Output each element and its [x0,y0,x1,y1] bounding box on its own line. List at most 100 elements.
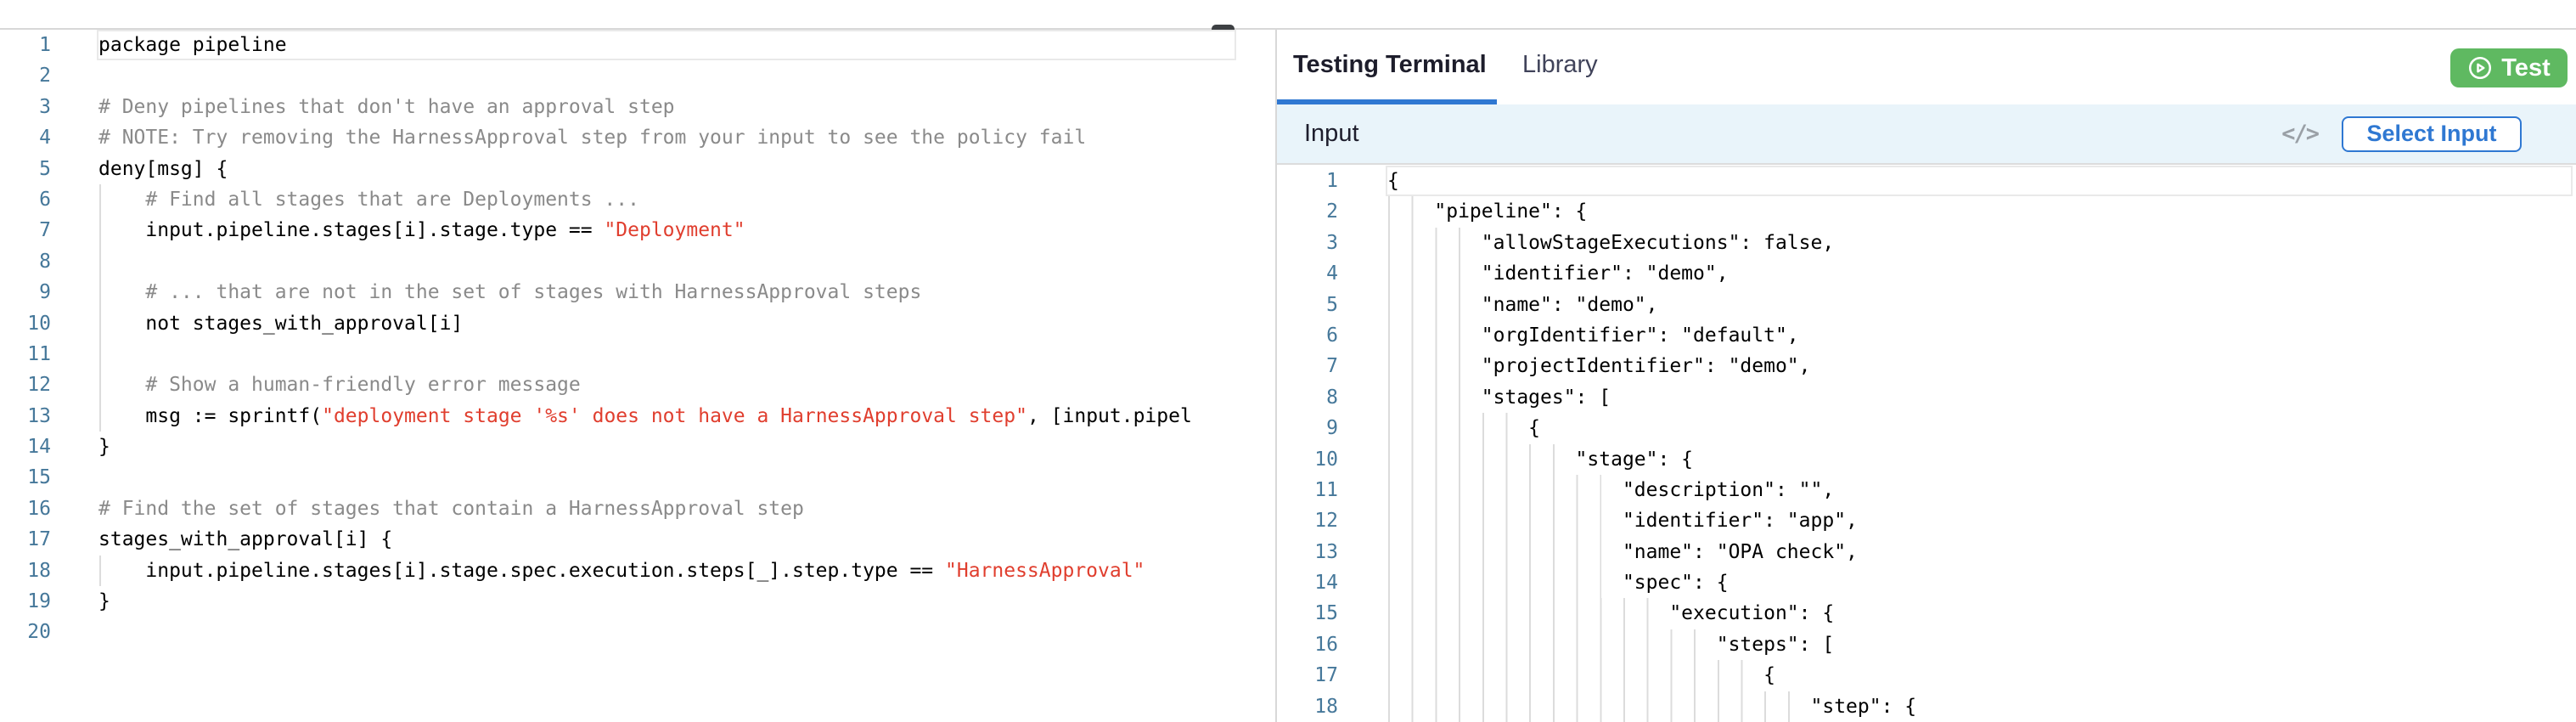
code-line-content: "spec": { [1387,567,2573,599]
code-line[interactable]: 16# Find the set of stages that contain … [0,494,1275,524]
line-number: 11 [1314,478,1338,501]
code-line-content: "description": "", [1387,474,2573,506]
code-line[interactable]: 12 # Show a human-friendly error message [0,369,1275,401]
code-line[interactable]: 20 [0,617,1275,647]
code-line-content: # ... that are not in the set of stages … [98,277,1236,308]
code-line[interactable]: 18 "step": { [1277,691,2576,722]
code-line[interactable]: 2 [0,60,1275,91]
indent-guides [1388,567,1602,599]
input-section-header: Input </> Select Input [1277,104,2576,165]
code-line-content: "pipeline": { [1387,196,2573,228]
code-line[interactable]: 13 "name": "OPA check", [1277,536,2576,568]
code-line-content: stages_with_approval[i] { [98,528,393,551]
line-number: 14 [27,436,51,459]
code-line[interactable]: 9 { [1277,413,2576,444]
code-line[interactable]: 6 "orgIdentifier": "default", [1277,319,2576,352]
line-number: 8 [39,250,51,273]
code-line[interactable]: 10 "stage": { [1277,443,2576,475]
code-line[interactable]: 9 # ... that are not in the set of stage… [0,277,1275,308]
line-number: 13 [27,404,51,427]
line-number: 5 [39,157,51,180]
code-line-content: "execution": { [1387,598,2573,629]
code-line-content: { [1386,166,2573,197]
line-number: 18 [1314,695,1338,718]
code-line[interactable]: 16 "steps": [ [1277,629,2576,661]
panel-divider[interactable] [1275,28,1277,722]
code-line[interactable]: 8 [0,245,1275,278]
indent-guides [99,307,101,339]
code-line[interactable]: 17 stages_with_approval[i] { [0,524,1275,555]
code-line[interactable]: 7 input.pipeline.stages[i].stage.type ==… [0,215,1275,246]
top-border [0,28,2576,30]
code-line[interactable]: 2 "pipeline": { [1277,196,2576,228]
line-number: 20 [27,621,51,644]
code-line[interactable]: 4 # NOTE: Try removing the HarnessApprova… [0,122,1275,153]
line-number: 17 [1314,664,1338,687]
tab-testing-terminal[interactable]: Testing Terminal [1293,50,1487,78]
line-number: 6 [1326,324,1338,347]
select-input-button[interactable]: Select Input [2342,116,2522,152]
code-line[interactable]: 7 "projectIdentifier": "demo", [1277,351,2576,382]
line-number: 9 [39,281,51,304]
code-line-content: # Show a human-friendly error message [98,369,1236,401]
indent-guides [1388,629,1696,661]
json-input-editor[interactable]: 1{2 "pipeline": {3 "allowStageExecutions… [1277,166,2576,722]
code-line-content: deny[msg] { [98,157,228,180]
line-number: 10 [27,312,51,335]
code-line-content [98,245,1236,278]
line-number: 1 [39,34,51,56]
indent-guides [1388,227,1461,259]
code-view-icon[interactable]: </> [2281,121,2320,147]
line-number: 16 [1314,633,1338,656]
code-line[interactable]: 5 deny[msg] { [0,154,1275,184]
code-line[interactable]: 10 not stages_with_approval[i] [0,307,1275,339]
code-line-content [98,338,1236,370]
code-line[interactable]: 19} [0,586,1275,617]
code-line-content [98,617,1236,647]
code-line-content: not stages_with_approval[i] [98,307,1236,339]
code-line[interactable]: 18 input.pipeline.stages[i].stage.spec.e… [0,555,1275,587]
code-line[interactable]: 17 { [1277,660,2576,691]
line-number: 11 [27,342,51,365]
code-line[interactable]: 3 "allowStageExecutions": false, [1277,227,2576,259]
code-line[interactable]: 11 [0,338,1275,370]
code-line[interactable]: 4 "identifier": "demo", [1277,258,2576,290]
code-line[interactable]: 13 msg := sprintf("deployment stage '%s'… [0,400,1275,432]
code-line[interactable]: 6 # Find all stages that are Deployments… [0,183,1275,216]
code-line[interactable]: 8 "stages": [ [1277,381,2576,414]
code-line-content: "stage": { [1387,443,2573,475]
line-number: 7 [1326,355,1338,378]
policy-editor[interactable]: 1 package pipeline 2 3# Deny pipelines that… [0,30,1275,722]
code-line[interactable]: 14 "spec": { [1277,567,2576,599]
code-line-content: # NOTE: Try removing the HarnessApproval… [98,127,1087,149]
code-line-content: "step": { [1387,691,2573,722]
line-number: 17 [27,528,51,551]
line-number: 4 [39,127,51,149]
code-line[interactable]: 15 "execution": { [1277,598,2576,629]
line-number: 13 [1314,540,1338,563]
test-button[interactable]: Test [2450,48,2568,87]
line-number: 12 [1314,510,1338,533]
code-line-content: "orgIdentifier": "default", [1387,319,2573,352]
collapse-handle-icon[interactable] [1212,25,1235,34]
code-line[interactable]: 11 "description": "", [1277,474,2576,506]
indent-guides [99,369,101,401]
code-line[interactable]: 1 package pipeline [0,30,1275,61]
active-tab-underline [1277,99,1497,104]
code-line-content: package pipeline [97,30,1236,61]
code-line-content: "projectIdentifier": "demo", [1387,351,2573,382]
code-line-content: "identifier": "demo", [1387,258,2573,290]
testing-terminal-panel: Testing Terminal Library Test Input </> … [1277,30,2576,722]
code-line[interactable]: 15 [0,462,1275,493]
indent-guides [99,215,101,246]
code-line[interactable]: 14} [0,432,1275,462]
indent-guides [99,338,101,370]
indent-guides [99,277,101,308]
line-number: 2 [39,65,51,87]
line-number: 15 [27,466,51,489]
code-line[interactable]: 5 "name": "demo", [1277,289,2576,320]
code-line[interactable]: 3# Deny pipelines that don't have an app… [0,92,1275,122]
code-line[interactable]: 12 "identifier": "app", [1277,505,2576,537]
code-line[interactable]: 1{ [1277,166,2576,197]
tab-library[interactable]: Library [1522,50,1598,78]
